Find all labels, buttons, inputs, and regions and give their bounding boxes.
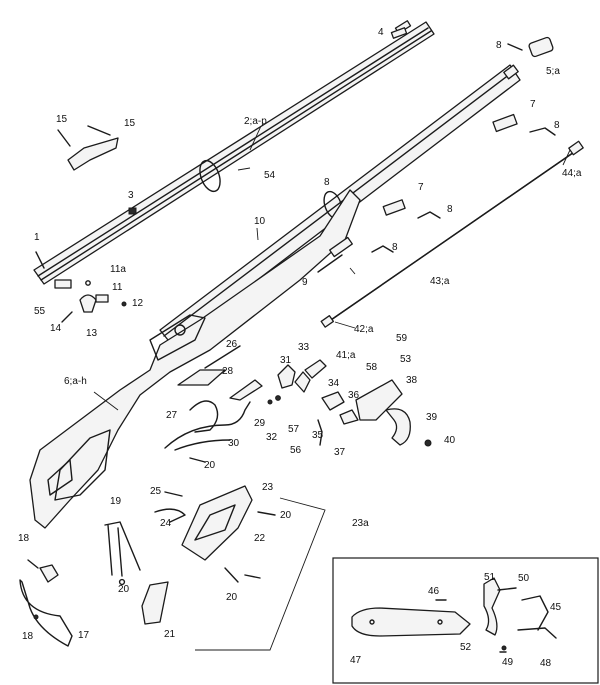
label-9: 9 xyxy=(302,277,308,288)
label-52: 52 xyxy=(460,642,472,653)
label-7b: 7 xyxy=(418,182,424,193)
label-8: 8 xyxy=(496,40,502,51)
label-5a: 5;a xyxy=(546,66,560,77)
label-4: 4 xyxy=(378,27,384,38)
label-50: 50 xyxy=(518,573,530,584)
label-45: 45 xyxy=(550,602,562,613)
label-26: 26 xyxy=(226,339,238,350)
inset-frame xyxy=(332,557,599,684)
label-57: 57 xyxy=(288,424,300,435)
label-12: 12 xyxy=(132,298,144,309)
trigger-guard-parts xyxy=(19,485,276,647)
label-14: 14 xyxy=(50,323,62,334)
label-41a: 41;a xyxy=(336,350,356,361)
label-42a: 42;a xyxy=(354,324,374,335)
label-24: 24 xyxy=(160,518,172,529)
label-1: 1 xyxy=(34,232,40,243)
label-35: 35 xyxy=(312,430,324,441)
leader-lines xyxy=(93,125,571,411)
label-15b: 15 xyxy=(124,118,136,129)
label-22: 22 xyxy=(254,533,266,544)
label-43a: 43;a xyxy=(430,276,450,287)
label-8d: 8 xyxy=(447,204,453,215)
label-20b: 20 xyxy=(280,510,292,521)
label-13: 13 xyxy=(86,328,98,339)
label-40: 40 xyxy=(444,435,456,446)
label-28: 28 xyxy=(222,366,234,377)
part-number-labels: 4 8 5;a 2;a-p 15 15 7 8 44;a 54 8 3 7 8 … xyxy=(18,27,582,669)
label-3: 3 xyxy=(128,190,134,201)
label-10: 10 xyxy=(254,216,266,227)
label-27: 27 xyxy=(166,410,178,421)
label-8e: 8 xyxy=(392,242,398,253)
label-23: 23 xyxy=(262,482,274,493)
label-59: 59 xyxy=(396,333,408,344)
label-58: 58 xyxy=(366,362,378,373)
label-54: 54 xyxy=(264,170,276,181)
label-32: 32 xyxy=(266,432,278,443)
small-parts-left xyxy=(35,125,137,323)
label-18b: 18 xyxy=(22,631,34,642)
label-51: 51 xyxy=(484,572,496,583)
label-53: 53 xyxy=(400,354,412,365)
label-25: 25 xyxy=(150,486,162,497)
label-15a: 15 xyxy=(56,114,68,125)
inset-lock-parts xyxy=(351,577,557,653)
rifle-stock xyxy=(29,189,361,529)
label-37: 37 xyxy=(334,447,346,458)
lock-parts xyxy=(164,345,432,463)
barrel-band xyxy=(199,159,221,193)
label-48: 48 xyxy=(540,658,552,669)
label-8b: 8 xyxy=(554,120,560,131)
label-8c: 8 xyxy=(324,177,330,188)
label-19: 19 xyxy=(110,496,122,507)
label-23a: 23a xyxy=(352,518,369,529)
label-18a: 18 xyxy=(18,533,30,544)
label-31: 31 xyxy=(280,355,292,366)
label-29: 29 xyxy=(254,418,266,429)
label-33: 33 xyxy=(298,342,310,353)
label-44a: 44;a xyxy=(562,168,582,179)
label-11a: 11a xyxy=(110,264,126,275)
label-11: 11 xyxy=(112,282,123,293)
label-20d: 20 xyxy=(226,592,238,603)
pin-parts-top xyxy=(317,27,556,273)
label-46: 46 xyxy=(428,586,440,597)
label-34: 34 xyxy=(328,378,340,389)
ramrod xyxy=(320,140,584,328)
label-30: 30 xyxy=(228,438,240,449)
label-38: 38 xyxy=(406,375,418,386)
label-7a: 7 xyxy=(530,99,536,110)
label-20a: 20 xyxy=(204,460,216,471)
label-21: 21 xyxy=(164,629,176,640)
label-47: 47 xyxy=(350,655,362,666)
label-55: 55 xyxy=(34,306,46,317)
label-6ah: 6;a-h xyxy=(64,376,87,387)
label-2ap: 2;a-p xyxy=(244,116,267,127)
label-20c: 20 xyxy=(118,584,130,595)
label-56: 56 xyxy=(290,445,302,456)
label-36: 36 xyxy=(348,390,360,401)
bracket-23a xyxy=(195,497,326,651)
label-39: 39 xyxy=(426,412,438,423)
label-17: 17 xyxy=(78,630,90,641)
label-49: 49 xyxy=(502,657,514,668)
